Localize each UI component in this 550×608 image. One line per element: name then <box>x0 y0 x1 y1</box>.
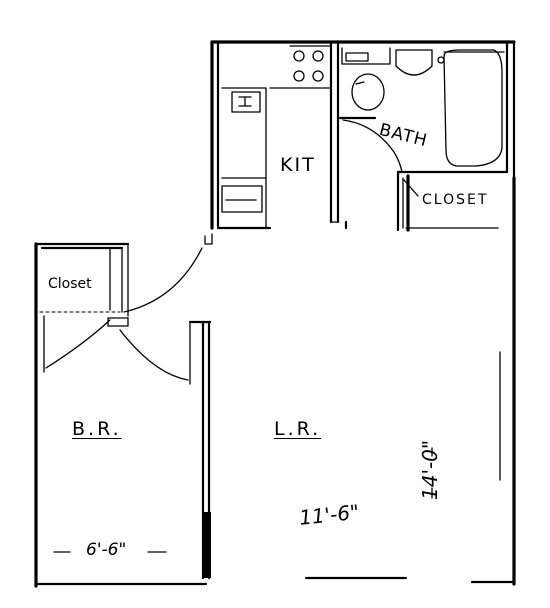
kitchen-counter <box>221 87 331 229</box>
bedroom-closet-door <box>45 319 111 369</box>
kitchen-label: KIT <box>280 154 316 176</box>
entry-door <box>123 247 203 313</box>
bedroom-closet-walls <box>34 242 130 588</box>
closet-bath-label: CLOSET <box>422 192 489 208</box>
bedroom-width-label: 6'-6" <box>86 540 127 560</box>
sink-icon <box>231 91 261 113</box>
toilet-icon <box>351 49 445 111</box>
stove-icon <box>289 45 331 82</box>
refrigerator-icon <box>221 185 263 213</box>
bath-vanity <box>341 47 391 65</box>
closet-bath-walls <box>396 170 499 232</box>
bedroom-label: B.R. <box>72 418 122 440</box>
living-room-walls <box>304 176 516 586</box>
closet-bedroom-label: Closet <box>48 276 92 292</box>
bedroom-door <box>119 329 189 381</box>
living-room-depth-label: 14'-0" <box>418 439 442 500</box>
living-room-label: L.R. <box>274 418 322 440</box>
bath-door <box>342 119 403 173</box>
bedroom-partition <box>188 320 212 580</box>
bathtub-icon <box>443 49 505 167</box>
kitchen-bath-partition <box>329 40 340 224</box>
bath-walls <box>336 40 516 230</box>
kitchen-walls <box>204 40 340 245</box>
